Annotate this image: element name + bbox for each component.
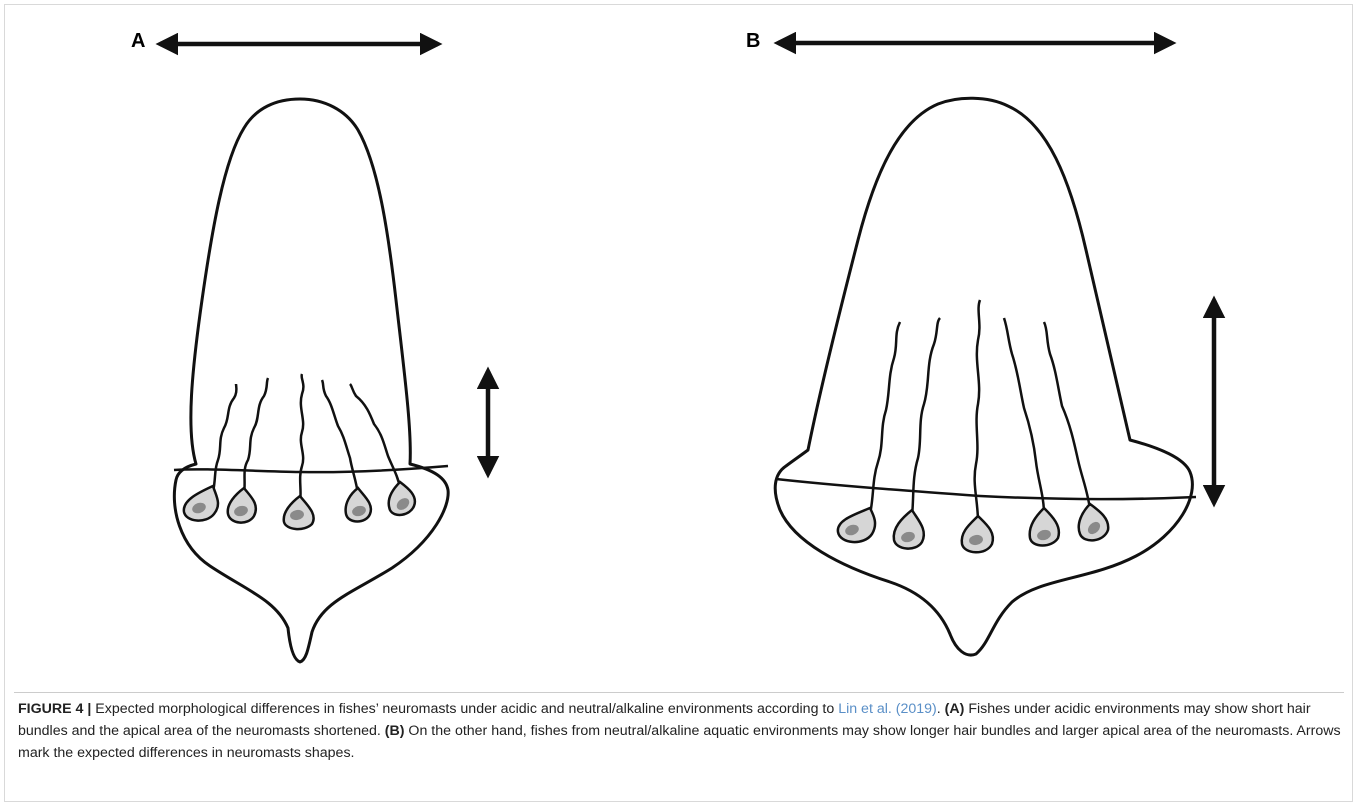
- panel-a-reference: (A): [945, 701, 965, 717]
- panel-b-hair-cell: [1079, 504, 1108, 540]
- panel-b-neuromast-outline: [775, 98, 1192, 655]
- panel-a-hair-cell: [228, 488, 256, 523]
- caption-text: .: [937, 701, 945, 717]
- panel-a-hair-cell: [346, 488, 371, 522]
- panel-b-apical-line: [776, 479, 1196, 499]
- panel-b-hair-cell: [1030, 508, 1059, 546]
- citation-link[interactable]: Lin et al. (2019): [838, 701, 937, 717]
- panel-b-hair-bundle: [975, 300, 980, 522]
- caption-text: Expected morphological differences in fi…: [91, 701, 838, 717]
- panel-a-hair-bundle: [300, 374, 303, 502]
- panel-a-hair-bundle: [322, 380, 358, 494]
- panel-b-reference: (B): [385, 723, 405, 739]
- panel-b-hair-cell: [894, 510, 924, 549]
- panel-a-hair-cell: [389, 482, 415, 515]
- panel-b-hair-bundle: [912, 318, 940, 516]
- panel-b-label: B: [746, 30, 760, 53]
- panel-b: [775, 43, 1214, 655]
- panel-a-hair-cell: [284, 496, 314, 529]
- panel-a-neuromast-outline: [174, 99, 448, 662]
- caption-divider: [14, 692, 1344, 693]
- neuromast-illustration: [0, 0, 1357, 700]
- figure-label: FIGURE 4 |: [18, 701, 91, 717]
- panel-a-hair-cell: [184, 486, 218, 521]
- figure-caption: FIGURE 4 | Expected morphological differ…: [18, 698, 1343, 764]
- panel-b-hair-bundle: [1004, 318, 1044, 514]
- panel-a-hair-bundle: [213, 384, 237, 492]
- panel-a-hair-bundle: [244, 378, 268, 494]
- panel-a: [160, 44, 488, 662]
- panel-b-hair-bundle: [1044, 322, 1090, 510]
- panel-b-hair-bundle: [870, 322, 900, 514]
- panel-a-label: A: [131, 30, 145, 53]
- panel-b-hair-cell: [838, 508, 875, 542]
- panel-b-hair-cell: [962, 516, 993, 552]
